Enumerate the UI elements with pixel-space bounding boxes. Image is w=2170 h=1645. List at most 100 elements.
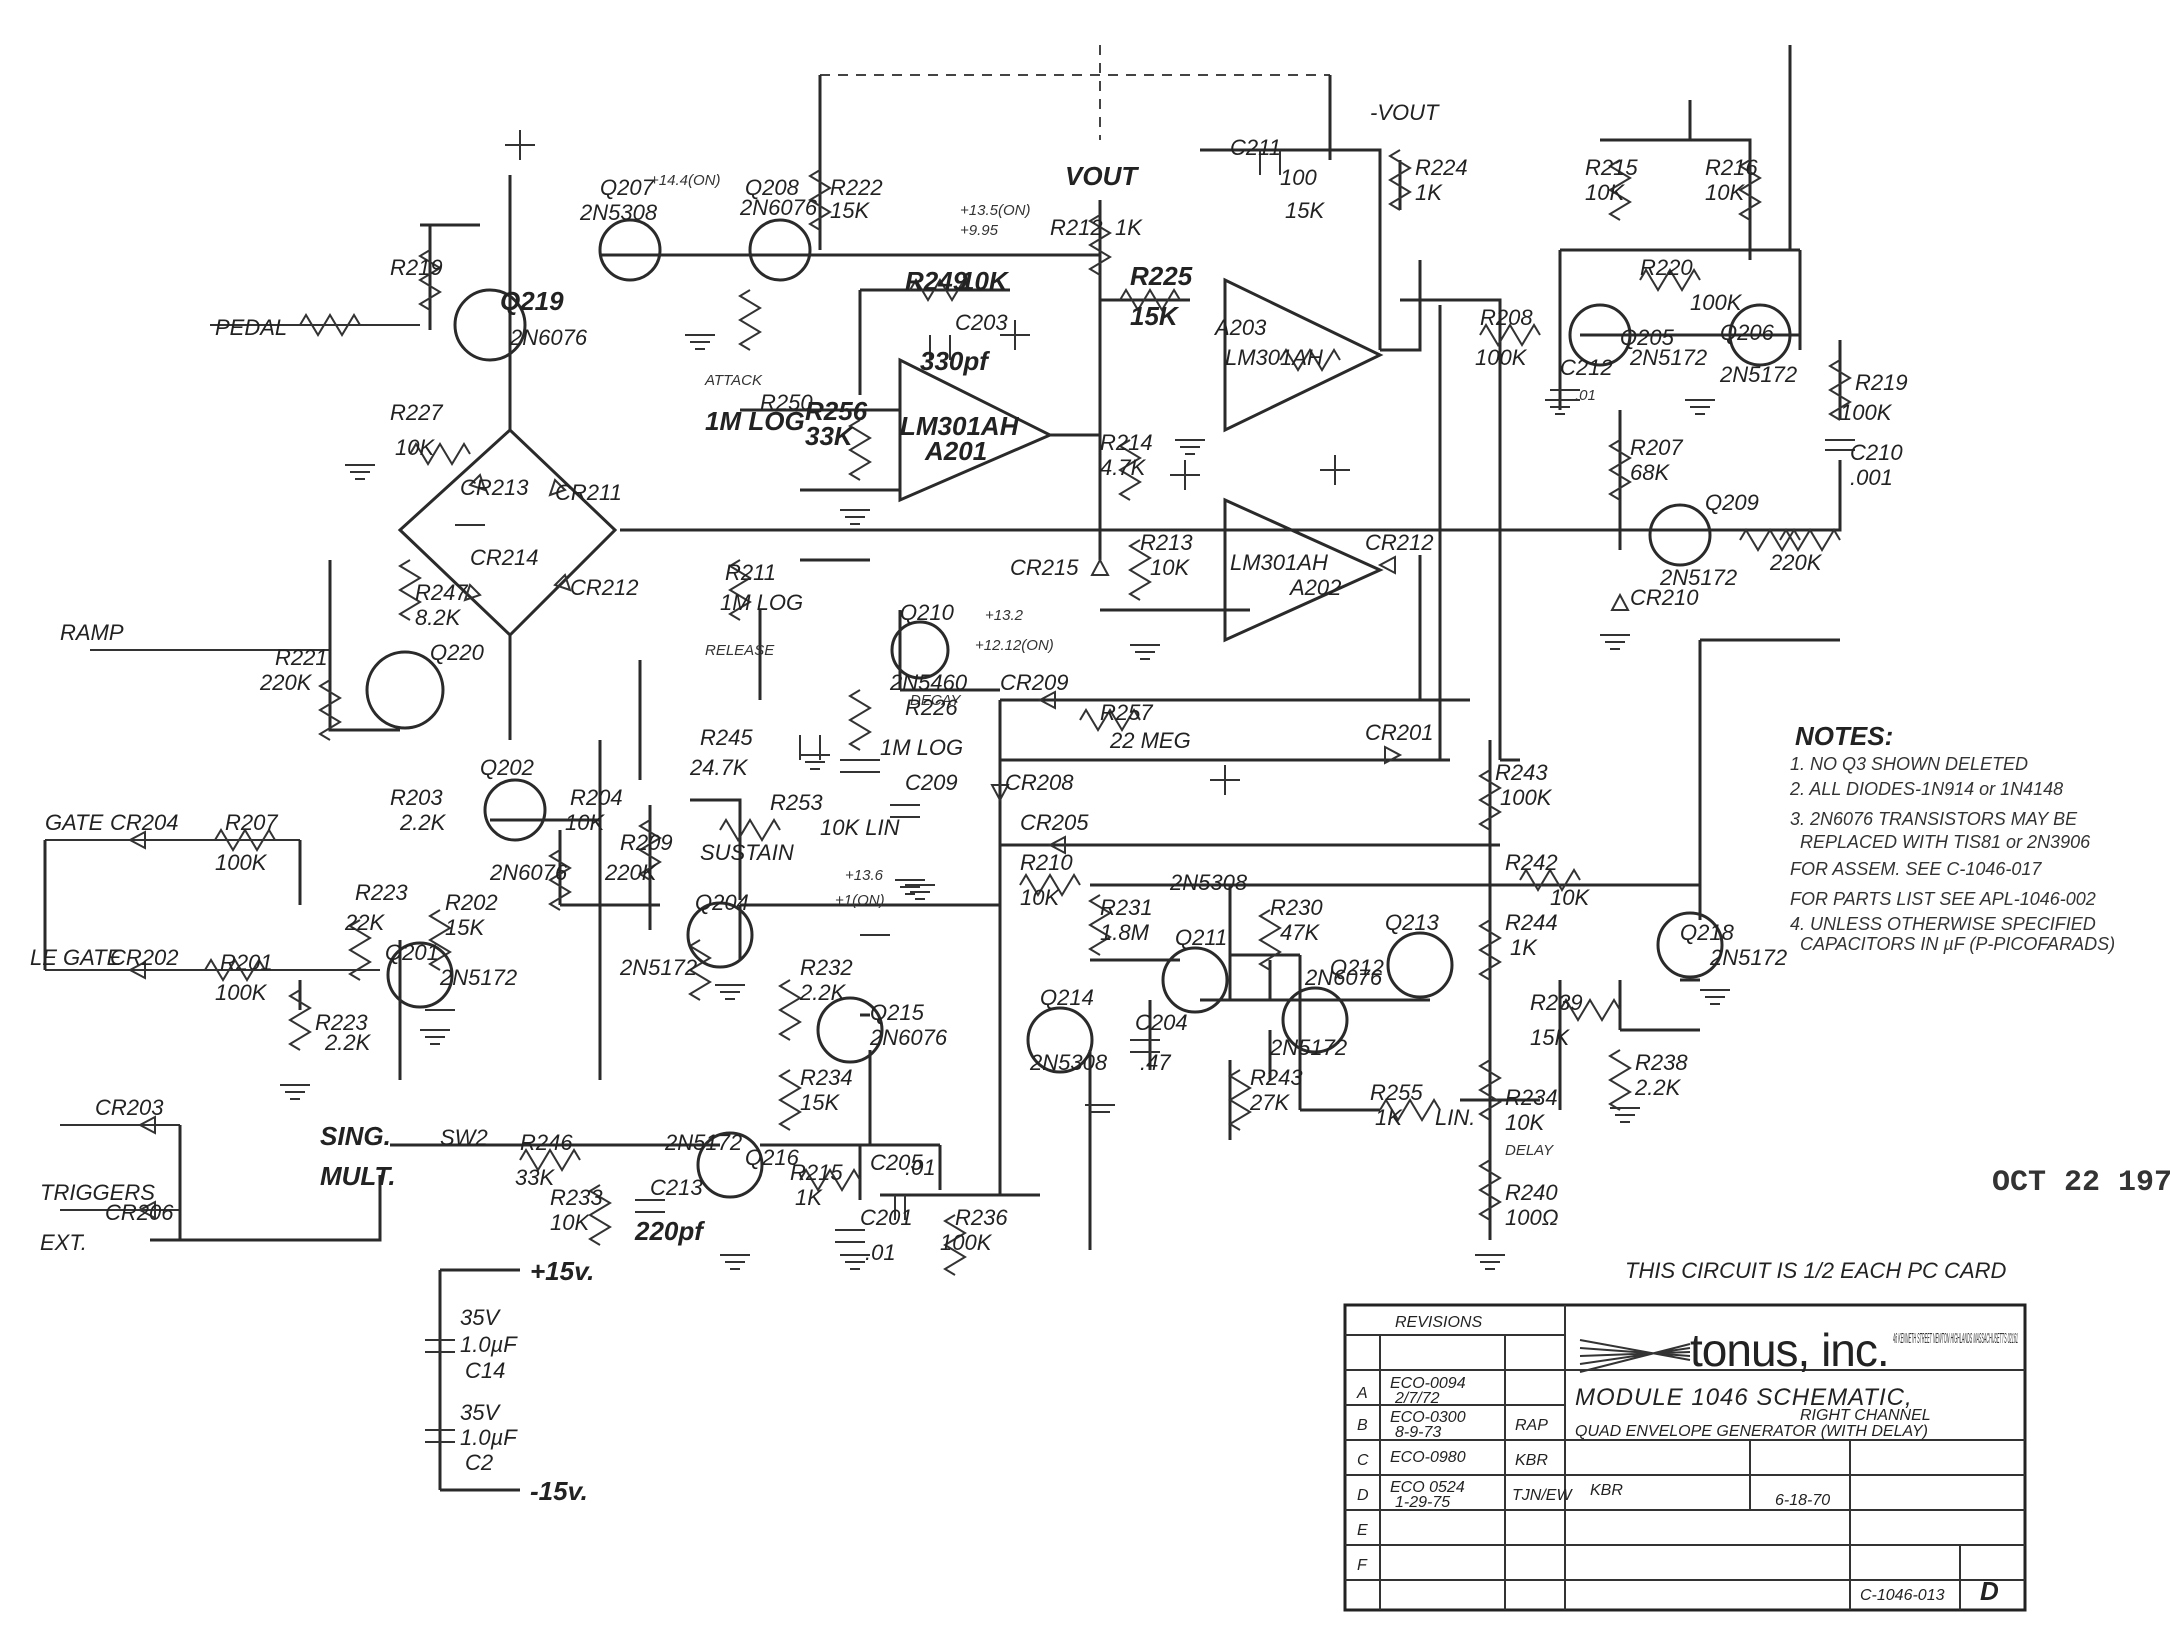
label-plus15: +15v. [530,1256,594,1286]
notes-heading: NOTES: [1795,721,1893,751]
label-r214-val: 4.7K [1100,455,1147,480]
label-q214: Q214 [1040,985,1094,1010]
part-labels: R219 Q219 2N6076 PEDAL Q207 2N5308 Q208 … [30,100,1908,1506]
label-a201-ref: A201 [924,436,987,466]
note-2: 2. ALL DIODES-1N914 or 1N4148 [1789,779,2063,799]
wiring [43,45,1842,1492]
label-v-on-4: +13.2 [985,607,1024,624]
label-r220-val: 100K [1690,290,1743,315]
label-r215b: R215 [790,1160,843,1185]
label-r209-val: 220K [604,860,658,885]
label-a202: LM301AH [1230,550,1328,575]
label-ext: EXT. [40,1230,87,1255]
label-c14-v: 35V [460,1305,501,1330]
label-r221: R221 [275,645,328,670]
label-q201-type: 2N5172 [439,965,517,990]
label-c14: C14 [465,1358,505,1383]
label-c212: C212 [1560,355,1613,380]
label-r253-val: 10K LIN [820,815,900,840]
label-c213-val: 220pf [634,1216,705,1246]
label-r231-val: 1.8M [1100,920,1150,945]
label-r236-val: 100K [940,1230,993,1255]
label-attack: ATTACK [704,372,763,389]
date-drawn: 6-18-70 [1775,1492,1830,1509]
label-r238: R238 [1635,1050,1688,1075]
label-r-220k: 220K [1769,550,1823,575]
label-r232: R232 [800,955,853,980]
capacitors [425,150,1855,1443]
label-q210-type: 2N5460 [889,670,968,695]
label-r210-val: 10K [1020,885,1060,910]
label-r202-val: 15K [445,915,485,940]
rev-row-d-letter: D [1357,1487,1369,1504]
label-q215: Q215 [870,1000,925,1025]
label-q204: Q204 [695,890,749,915]
label-r255-val: 1K [1375,1105,1403,1130]
rev-row-d-date: 1-29-75 [1395,1494,1450,1511]
label-q210: Q210 [900,600,955,625]
label-r221-val: 220K [259,670,313,695]
label-r215: R215 [1585,155,1638,180]
label-a202-ref: A202 [1288,575,1341,600]
rev-row-c-eco: ECO-0980 [1390,1449,1466,1466]
label-r247-val: 8.2K [415,605,462,630]
label-r242-val: 10K [1550,885,1590,910]
label-r246-val: 33K [515,1165,555,1190]
label-vout: VOUT [1065,161,1139,191]
label-cr210: CR210 [1630,585,1699,610]
label-r243-val: 100K [1500,785,1553,810]
label-r212-val: 1K [1115,215,1143,240]
rev-row-e-letter: E [1357,1522,1368,1539]
label-r207b-val: 100K [215,850,268,875]
label-r246: R246 [520,1130,573,1155]
label-q214-type: 2N5308 [1029,1050,1108,1075]
rev-row-a-letter: A [1356,1385,1368,1402]
module-title: MODULE 1046 SCHEMATIC, [1575,1384,1913,1411]
label-r233-val: 10K [550,1210,590,1235]
drawn-by: KBR [1590,1482,1623,1499]
label-q220: Q220 [430,640,485,665]
label-r202: R202 [445,890,498,915]
label-r219: R219 [390,255,443,280]
label-v-on-5: +12.12(ON) [975,637,1054,654]
company-address: 46 KENNETH STREET NEWTON HIGHLANDS MASSA… [1893,1330,2018,1347]
label-r240: R240 [1505,1180,1558,1205]
title-block: REVISIONS tonus, inc. 46 KENNETH STREET … [1343,1303,2027,1612]
rev-row-b-eco: ECO-0300 [1390,1409,1466,1426]
label-c2-val: 1.0µF [460,1425,518,1450]
label-r250: R250 [760,390,813,415]
label-q213: Q213 [1385,910,1440,935]
label-c14-val: 1.0µF [460,1332,518,1357]
label-cr206: CR206 [105,1200,174,1225]
label-r213-val: 10K [1150,555,1190,580]
rev-row-a-eco: ECO-0094 [1390,1375,1466,1392]
label-r226: R226 [905,695,958,720]
label-cr202: CR202 [110,945,178,970]
rev-row-d-by: TJN/EW [1512,1487,1573,1504]
label-r234b: R234 [800,1065,853,1090]
label-c2: C2 [465,1450,493,1475]
label-cr201: CR201 [1365,720,1433,745]
label-r227: R227 [390,400,443,425]
label-q207: Q207 [600,175,655,200]
label-c209: C209 [905,770,958,795]
label-r234-val: 10K [1505,1110,1545,1135]
label-r239: R239 [1530,990,1583,1015]
label-cr212: CR212 [1365,530,1433,555]
label-r256-val: 33K [805,421,855,451]
label-q216: Q216 [745,1145,800,1170]
label-r244: R244 [1505,910,1558,935]
label-r208: R208 [1480,305,1533,330]
label-sustain: SUSTAIN [700,840,794,865]
label-a201: LM301AH [900,411,1020,441]
label-r233: R233 [550,1185,603,1210]
note-assem: FOR ASSEM. SEE C-1046-017 [1790,859,2042,879]
label-r244-val: 1K [1510,935,1538,960]
label-q207-type: 2N5308 [579,200,658,225]
label-neg-vout: -VOUT [1370,100,1440,125]
label-c201-val: .01 [865,1240,896,1265]
label-r223b: R223 [355,880,408,905]
opamps [898,277,1384,643]
label-q218-type: 2N5172 [1709,945,1787,970]
